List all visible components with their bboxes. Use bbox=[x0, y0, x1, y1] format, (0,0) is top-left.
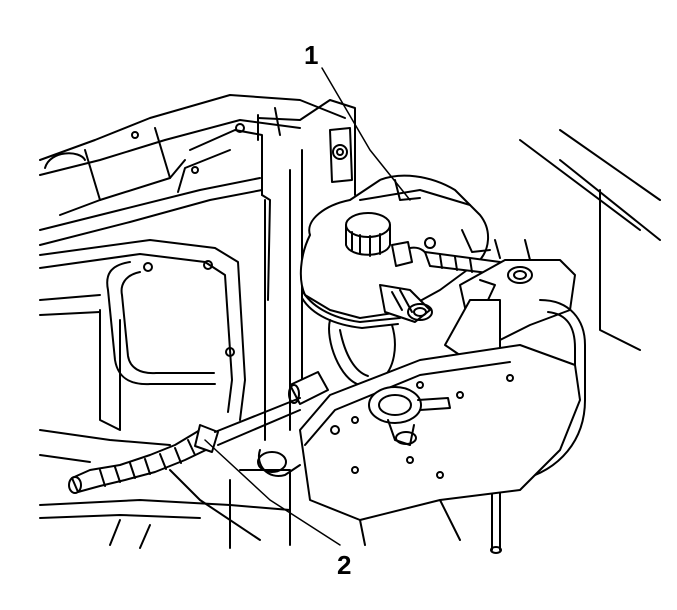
leader-line-1 bbox=[322, 68, 410, 200]
fender-cowl bbox=[40, 95, 345, 300]
lower-panel bbox=[40, 470, 290, 548]
coolant-reservoir bbox=[301, 176, 488, 385]
radiator-inlet-hose bbox=[69, 398, 300, 493]
surge-tank-hose bbox=[380, 238, 505, 322]
mounting-bracket bbox=[445, 230, 575, 362]
radiator-inlet-fitting bbox=[258, 372, 328, 476]
radiator-support-frame bbox=[40, 240, 245, 462]
callout-2: 2 bbox=[337, 550, 352, 580]
callout-1: 1 bbox=[304, 40, 319, 70]
leader-lines bbox=[205, 68, 410, 545]
fan-shroud-panel bbox=[300, 345, 580, 545]
leader-line-2 bbox=[205, 440, 340, 545]
